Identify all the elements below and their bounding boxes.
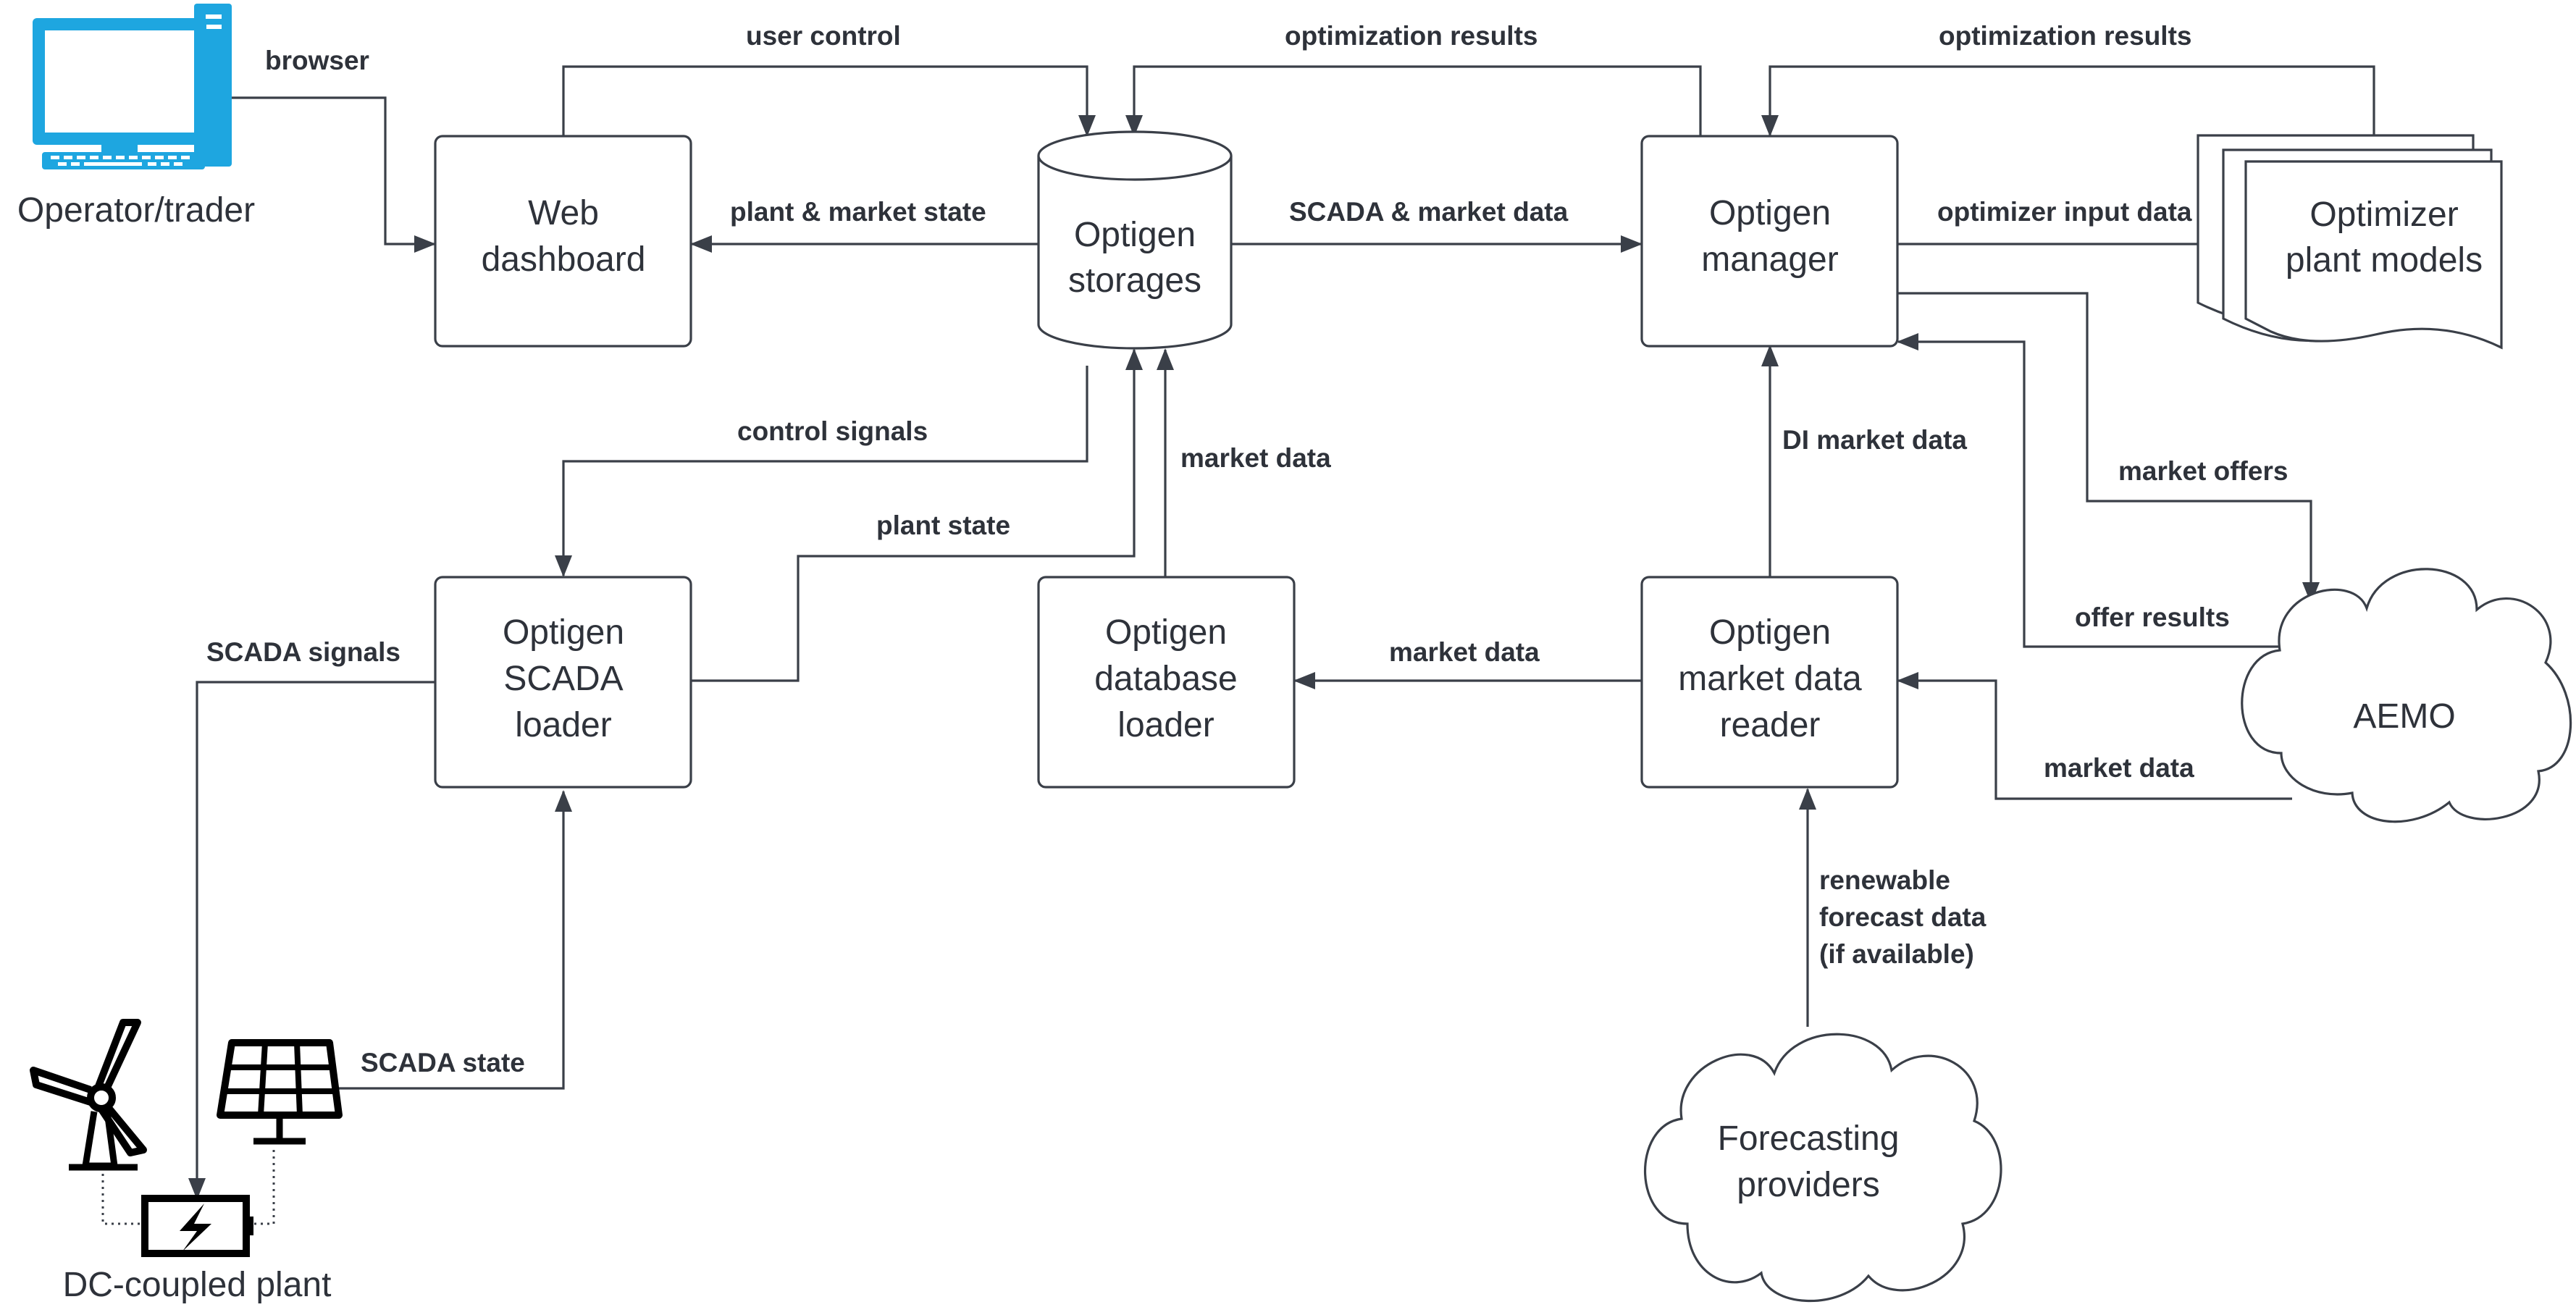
label-market-data-aemo: market data bbox=[2044, 753, 2194, 783]
computer-icon bbox=[33, 4, 232, 169]
edge-scada-state bbox=[339, 790, 572, 1090]
node-label: storages bbox=[1068, 261, 1201, 300]
node-web-dashboard[interactable]: Web dashboard bbox=[434, 135, 692, 348]
battery-icon bbox=[141, 1195, 253, 1257]
label-user-control: user control bbox=[746, 21, 901, 51]
node-optigen-market-data-reader[interactable]: Optigen market data reader bbox=[1640, 576, 1899, 789]
node-label: plant models bbox=[2286, 241, 2483, 280]
label-optimization-results-manager: optimization results bbox=[1939, 21, 2191, 51]
edge-optimization-results-manager bbox=[1761, 65, 2375, 137]
node-aemo[interactable]: AEMO bbox=[2241, 568, 2572, 823]
label-control-signals: control signals bbox=[737, 416, 928, 446]
label-renewable-forecast-2: forecast data bbox=[1819, 902, 1986, 932]
edge-browser bbox=[210, 89, 436, 253]
edge-user-control bbox=[562, 65, 1096, 137]
edges bbox=[101, 65, 2375, 1225]
node-label: database bbox=[1094, 660, 1238, 698]
solar-panel-icon bbox=[217, 1039, 343, 1145]
node-label: market data bbox=[1678, 660, 1862, 698]
node-label: loader bbox=[515, 706, 611, 744]
node-optimizer-plant-models[interactable]: Optimizer plant models bbox=[2197, 134, 2503, 350]
edge-labels: browser user control optimization result… bbox=[206, 21, 2288, 1077]
label-browser: browser bbox=[265, 46, 369, 75]
label-plant-state: plant state bbox=[876, 511, 1010, 540]
edge-optimization-results-storage bbox=[1125, 65, 1702, 137]
node-label: Optigen bbox=[503, 613, 624, 652]
plant-caption: DC-coupled plant bbox=[63, 1266, 332, 1304]
node-label: Optigen bbox=[1709, 613, 1831, 652]
edge-offer-results bbox=[1897, 333, 2281, 648]
label-plant-market-state: plant & market state bbox=[730, 197, 986, 227]
node-label: Optimizer bbox=[2309, 196, 2458, 234]
edge-market-data-aemo bbox=[1897, 672, 2292, 800]
node-forecasting-providers[interactable]: Forecasting providers bbox=[1643, 1033, 2002, 1303]
node-label: dashboard bbox=[482, 240, 646, 279]
node-label: Forecasting bbox=[1718, 1119, 1900, 1158]
edge-solar-to-battery bbox=[251, 1150, 275, 1225]
node-optigen-storages[interactable]: Optigen storages bbox=[1037, 130, 1233, 350]
label-scada-signals: SCADA signals bbox=[206, 637, 400, 667]
node-optigen-scada-loader[interactable]: Optigen SCADA loader bbox=[434, 576, 692, 789]
node-label: Optigen bbox=[1709, 194, 1831, 232]
label-optimization-results-storage: optimization results bbox=[1285, 21, 1537, 51]
label-renewable-forecast-1: renewable bbox=[1819, 865, 1950, 895]
node-label: Web bbox=[528, 194, 599, 232]
edge-wind-to-battery bbox=[101, 1167, 142, 1225]
label-market-data-db: market data bbox=[1180, 443, 1331, 473]
label-renewable-forecast-3: (if available) bbox=[1819, 939, 1974, 969]
label-market-data-reader-to-db: market data bbox=[1389, 637, 1540, 667]
node-label: Optigen bbox=[1074, 216, 1196, 254]
node-optigen-database-loader[interactable]: Optigen database loader bbox=[1037, 576, 1296, 789]
label-optimizer-input-data: optimizer input data bbox=[1937, 197, 2192, 227]
label-scada-state: SCADA state bbox=[361, 1048, 525, 1077]
node-label: SCADA bbox=[503, 660, 623, 698]
node-label: manager bbox=[1701, 240, 1838, 279]
edge-plant-state bbox=[692, 348, 1143, 682]
label-market-offers: market offers bbox=[2118, 456, 2288, 486]
label-scada-market-data: SCADA & market data bbox=[1289, 197, 1569, 227]
wind-turbine-icon bbox=[30, 1019, 147, 1171]
node-label: loader bbox=[1117, 706, 1214, 744]
node-optigen-manager[interactable]: Optigen manager bbox=[1640, 135, 1899, 348]
label-di-market-data: DI market data bbox=[1782, 425, 1967, 455]
operator-caption: Operator/trader bbox=[17, 191, 255, 230]
label-offer-results: offer results bbox=[2075, 602, 2230, 632]
node-label: reader bbox=[1720, 706, 1821, 744]
edge-scada-signals bbox=[188, 681, 435, 1200]
edge-control-signals bbox=[555, 366, 1088, 577]
node-label: AEMO bbox=[2353, 697, 2455, 736]
node-label: providers bbox=[1737, 1166, 1879, 1204]
node-label: Optigen bbox=[1105, 613, 1227, 652]
edge-market-offers bbox=[1898, 292, 2320, 604]
